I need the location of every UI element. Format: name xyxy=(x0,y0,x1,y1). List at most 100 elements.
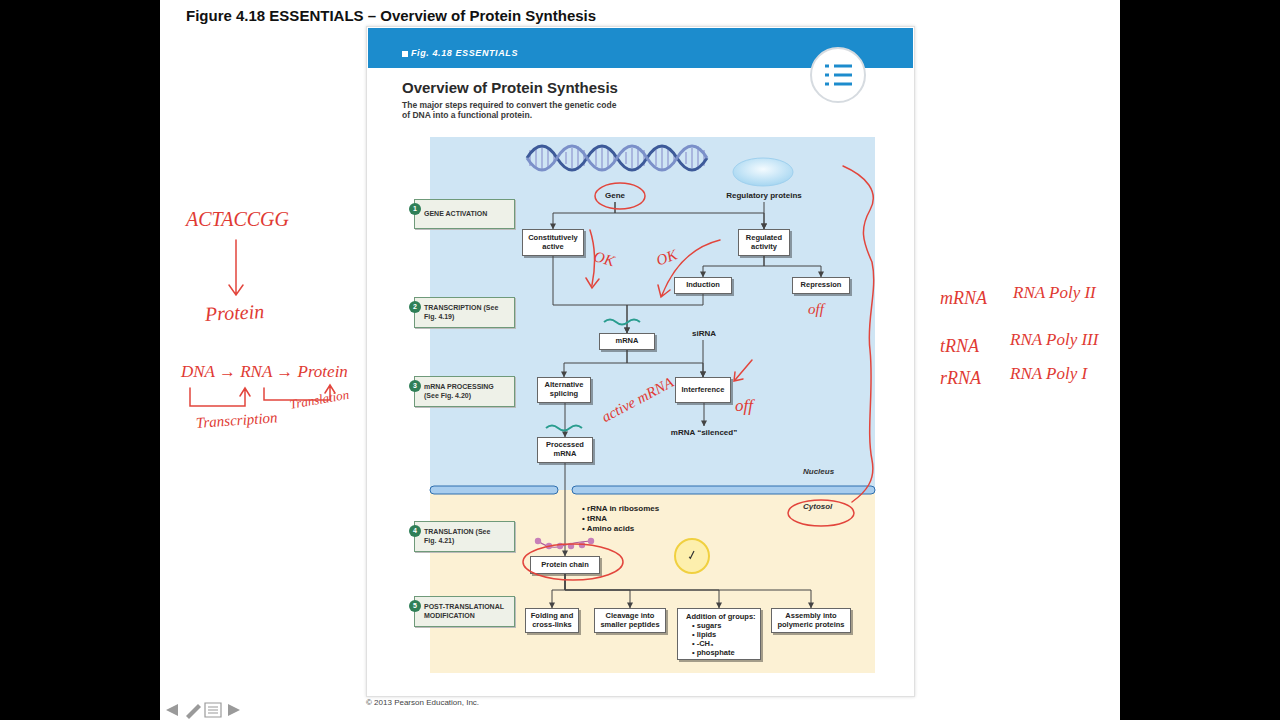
handwritten-note: off xyxy=(735,396,753,416)
cursor-pen xyxy=(689,551,694,559)
process-box: Protein chain xyxy=(530,556,600,574)
handwritten-note: ACTACCGG xyxy=(186,208,289,231)
process-box: Cleavage into smaller peptides xyxy=(594,608,666,633)
handwritten-note: tRNA xyxy=(940,336,979,357)
box-label: mRNA “silenced” xyxy=(671,428,737,437)
connector xyxy=(564,350,627,377)
process-box: Regulated activity xyxy=(738,229,790,256)
connector xyxy=(565,574,719,608)
connector xyxy=(703,256,764,277)
handwritten-note: rRNA xyxy=(940,368,981,389)
connector xyxy=(615,202,764,229)
silenced-label-node: mRNA “silenced” xyxy=(664,426,744,439)
figure-tag: Fig. 4.18 ESSENTIALS xyxy=(411,48,518,58)
handwritten-note: RNA Poly III xyxy=(1010,330,1098,350)
connector xyxy=(627,294,703,333)
process-box: Induction xyxy=(674,277,732,294)
connector xyxy=(764,256,821,277)
nav-menu-icon xyxy=(205,703,221,717)
region-label: Cytosol xyxy=(803,502,832,511)
process-box: mRNA xyxy=(599,333,655,350)
peptide-chain xyxy=(538,541,591,547)
figure-heading: Overview of Protein Synthesis xyxy=(402,79,618,96)
box-label: Alternative splicing xyxy=(540,381,588,398)
input-item: • tRNA xyxy=(582,514,607,523)
box-label: mRNA xyxy=(616,337,639,346)
step-box: 2TRANSCRIPTION (See Fig. 4.19) xyxy=(414,297,515,328)
connector xyxy=(764,202,765,229)
step-number: 2 xyxy=(409,301,421,313)
nuclear-membrane xyxy=(430,486,558,494)
box-label: Protein chain xyxy=(541,561,589,570)
annotation-arrow xyxy=(658,240,720,297)
list-item: • sugars xyxy=(686,621,760,630)
mrna-strand xyxy=(604,320,640,325)
annotation-circle xyxy=(595,183,645,209)
step-number: 5 xyxy=(409,600,421,612)
menu-icon xyxy=(811,48,865,102)
list-item: • lipids xyxy=(686,630,760,639)
cytosol-region: CytosolProtein chainFolding and cross-li… xyxy=(430,490,875,673)
connector xyxy=(553,256,627,333)
annotation-bracket xyxy=(190,388,250,406)
handwritten-note: off xyxy=(808,301,824,318)
annotation-bracket xyxy=(264,385,335,400)
box-heading: Addition of groups: xyxy=(686,612,760,621)
annotation-circle xyxy=(788,500,854,526)
protein-label-node: Regulatory proteins xyxy=(718,188,810,202)
connector xyxy=(704,403,705,426)
box-label: Induction xyxy=(686,281,720,290)
connector xyxy=(565,574,811,608)
step-label: TRANSCRIPTION (See Fig. 4.19) xyxy=(424,304,499,321)
connector xyxy=(553,202,615,229)
handwritten-note: Transcription xyxy=(195,409,278,432)
box-label: Gene xyxy=(605,191,625,200)
nuclear-membrane xyxy=(572,486,875,494)
slide-title: Figure 4.18 ESSENTIALS – Overview of Pro… xyxy=(186,7,596,24)
sirna-label-node: siRNA xyxy=(688,327,720,340)
box-label: siRNA xyxy=(692,329,716,338)
input-item: • Amino acids xyxy=(582,524,634,533)
tag-square xyxy=(402,51,408,57)
nav-back-icon xyxy=(166,704,178,716)
step-number: 1 xyxy=(409,203,421,215)
list-item: • phosphate xyxy=(686,648,760,657)
copyright: © 2013 Pearson Education, Inc. xyxy=(366,698,479,707)
process-box: Assembly into polymeric proteins xyxy=(771,608,851,633)
box-label: Interference xyxy=(682,386,725,395)
red-annotations xyxy=(190,166,874,580)
connector xyxy=(552,574,565,608)
step-box: 1GENE ACTIVATION xyxy=(414,199,515,229)
dna-strand xyxy=(527,146,707,170)
annotation-arrow xyxy=(586,230,599,288)
menu-icon-lines xyxy=(825,66,852,84)
process-box: Constitutively active xyxy=(522,229,584,256)
region-label: Nucleus xyxy=(803,467,834,476)
process-box: Interference xyxy=(675,377,731,403)
process-box: Repression xyxy=(792,277,850,294)
connector xyxy=(703,340,704,377)
amino-acid-beads xyxy=(535,538,594,549)
dna-base-pairs xyxy=(530,146,704,170)
step-box: 4TRANSLATION (See Fig. 4.21) xyxy=(414,521,515,552)
regulatory-protein-shape xyxy=(733,158,793,186)
annotation-circle xyxy=(523,544,623,580)
list-item: • -CH₃ xyxy=(686,639,760,648)
connector xyxy=(565,574,630,608)
box-label: Cleavage into smaller peptides xyxy=(597,612,663,629)
connector xyxy=(565,403,566,437)
box-label: Regulatory proteins xyxy=(726,191,802,200)
box-label: Folding and cross-links xyxy=(528,612,576,629)
handwritten-note: Protein xyxy=(204,300,264,326)
annotation-arrow xyxy=(734,360,752,381)
cursor-highlight xyxy=(675,539,709,573)
process-box: Processed mRNA xyxy=(537,437,593,463)
connector xyxy=(565,463,566,556)
box-label: Processed mRNA xyxy=(540,441,590,458)
step-label: GENE ACTIVATION xyxy=(424,210,512,218)
step-label: POST-TRANSLATIONAL MODIFICATION xyxy=(424,603,514,620)
nav-pen-icon xyxy=(186,704,201,719)
connector xyxy=(627,350,703,377)
handwritten-note: DNA → RNA → Protein xyxy=(181,362,348,382)
